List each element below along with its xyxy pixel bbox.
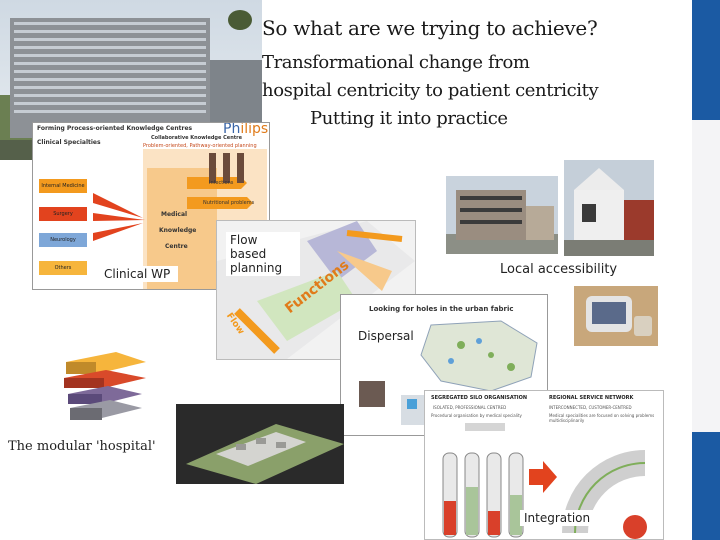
kc-centre-word-1: Medical	[161, 211, 188, 218]
subtitle-line-2: hospital centricity to patient centricit…	[262, 80, 599, 101]
kc-centre-word-2: Knowledge	[159, 227, 197, 234]
integration-right-sub: INTERCONNECTED, CUSTOMER-CENTRED	[549, 405, 632, 410]
modular-site-render	[176, 404, 344, 484]
kc-box-surgery: Surgery	[39, 207, 87, 221]
kc-box-others: Others	[39, 261, 87, 275]
dispersal-heading: Looking for holes in the urban fabric	[369, 305, 514, 313]
kc-centre-word-3: Centre	[165, 243, 188, 250]
kc-clinical-specialties: Clinical Specialties	[37, 139, 101, 146]
sidebar-accent-top	[692, 0, 720, 120]
kc-heading: Forming Process-oriented Knowledge Centr…	[37, 125, 193, 132]
kc-right-label-2: Nutritional problems	[203, 200, 255, 206]
subtitle-line-3: Putting it into practice	[310, 108, 508, 129]
caption-dispersal: Dispersal	[354, 328, 416, 344]
kc-right-label-1: Infections	[209, 180, 234, 186]
housing-photo-2	[564, 160, 654, 256]
kc-collab-title: Collaborative Knowledge Centre	[151, 135, 243, 141]
right-sidebar	[692, 0, 720, 540]
caption-clinical-wp: Clinical WP	[100, 266, 178, 282]
integration-left-title: SEGREGATED SILO ORGANISATION	[431, 395, 528, 401]
brand-logo: Philips	[223, 122, 269, 137]
housing-photo-1	[446, 176, 558, 254]
caption-local-accessibility: Local accessibility	[500, 262, 618, 277]
kc-box-internal-medicine: Internal Medicine	[39, 179, 87, 193]
caption-modular-hospital: The modular 'hospital'	[4, 439, 162, 455]
slide-title: So what are we trying to achieve?	[262, 16, 598, 40]
kc-box-neurology: Neurology	[39, 233, 87, 247]
home-device-photo	[574, 286, 658, 346]
sidebar-accent-bottom	[692, 432, 720, 540]
caption-flow-planning: Flow based planning	[226, 232, 300, 276]
integration-right-sub2: Medical specialities are focused on solv…	[549, 413, 655, 423]
brand-text: Ph	[223, 122, 241, 137]
integration-left-sub: ISOLATED, PROFESSIONAL CENTRED	[433, 405, 507, 410]
kc-collab-sub: Problem-oriented, Pathway-oriented plann…	[143, 143, 257, 149]
modular-block-render	[46, 344, 162, 434]
subtitle-line-1: Transformational change from	[262, 52, 530, 73]
integration-left-sub2: Procedural organisation by medical speci…	[431, 413, 522, 418]
knowledge-centres-diagram: Forming Process-oriented Knowledge Centr…	[32, 122, 270, 290]
integration-right-title: REGIONAL SERVICE NETWORK	[549, 395, 634, 401]
brand-text-accent: ilips	[240, 122, 269, 137]
caption-integration: Integration	[520, 510, 598, 526]
